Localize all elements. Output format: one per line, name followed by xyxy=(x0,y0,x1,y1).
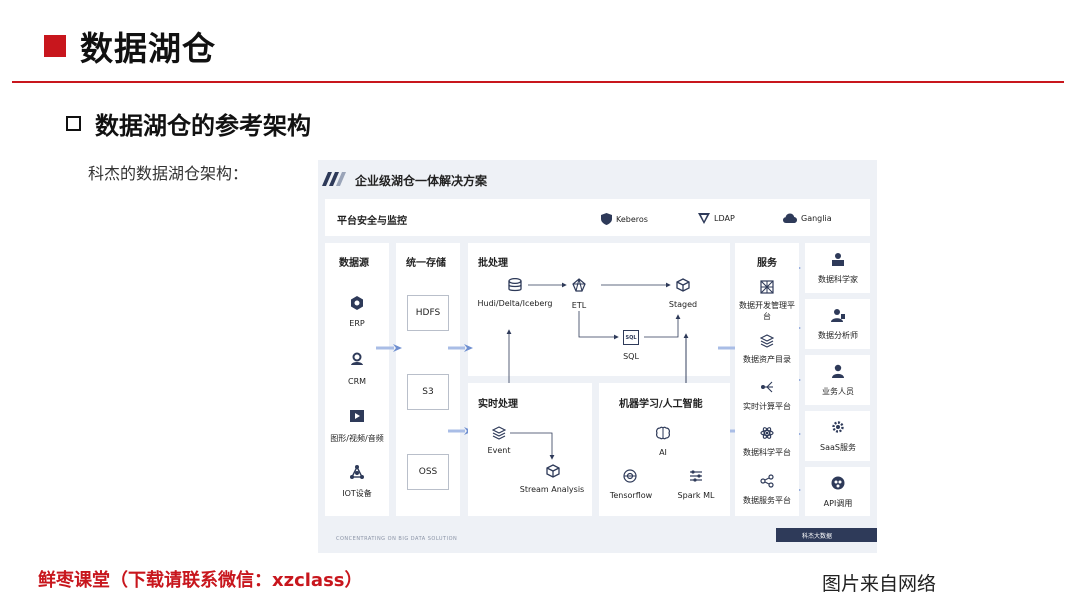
storage-s3: S3 xyxy=(407,374,449,410)
batch-staged-label: Staged xyxy=(668,300,698,309)
source-label-erp: ERP xyxy=(349,319,365,328)
people-gear-icon xyxy=(351,352,363,365)
source-label-iot: IOT设备 xyxy=(342,489,372,498)
data-sources-title: 数据源 xyxy=(339,258,369,269)
etl-icon xyxy=(572,278,586,292)
batch-sql-label: SQL xyxy=(623,352,639,361)
security-title: 平台安全与监控 xyxy=(337,216,407,227)
cube-icon xyxy=(676,278,690,292)
source-label-crm: CRM xyxy=(347,377,367,386)
grid-icon xyxy=(760,280,774,294)
architecture-diagram: 企业级湖仓一体解决方案 平台安全与监控 Keberos LDAP Ganglia… xyxy=(318,160,877,553)
gear-icon xyxy=(832,421,844,433)
realtime-panel: 实时处理 Event Stream Analysis xyxy=(468,383,592,516)
role-label-business: 业务人员 xyxy=(822,387,854,396)
title-divider xyxy=(12,81,1064,83)
sql-file-icon: SQL xyxy=(623,330,639,345)
ml-tensorflow-label: Tensorflow xyxy=(609,491,653,500)
batch-flow-arrows xyxy=(528,282,681,340)
storage-title: 统一存储 xyxy=(406,258,446,269)
share-icon xyxy=(760,474,774,488)
scientist-icon xyxy=(832,253,844,266)
tensorflow-icon xyxy=(623,469,637,483)
diagram-caption: 科杰的数据湖仓架构： xyxy=(88,164,249,183)
analyst-icon xyxy=(831,309,845,322)
title-bullet-square xyxy=(44,35,66,57)
role-business-user: 业务人员 xyxy=(805,355,870,405)
diagram-tagline: CONCENTRATING ON BIG DATA SOLUTION xyxy=(336,536,458,542)
cloud-icon xyxy=(783,213,797,223)
layers-stack-icon xyxy=(492,426,506,440)
slide-title-text: 数据湖仓 xyxy=(80,29,216,68)
header-slash-icon xyxy=(322,172,346,186)
section-subtitle: 数据湖仓的参考架构 xyxy=(66,106,311,141)
service-label-realtime: 实时计算平台 xyxy=(743,402,791,411)
layers-icon xyxy=(760,334,774,348)
source-label-media: 图形/视频/音频 xyxy=(330,434,384,443)
service-label-catalog: 数据资产目录 xyxy=(743,355,791,364)
ml-panel: 机器学习/人工智能 AI Tensorflow Spark ML xyxy=(599,383,730,516)
batch-lake-label: Hudi/Delta/Iceberg xyxy=(477,299,553,308)
service-label-science: 数据科学平台 xyxy=(743,448,791,457)
hexagon-icon xyxy=(351,296,363,310)
subtitle-bullet-box xyxy=(66,116,81,131)
service-label-dev: 数据开发管理平台 xyxy=(739,301,795,321)
role-api: API调用 xyxy=(805,467,870,516)
image-source-note: 图片来自网络 xyxy=(822,573,937,595)
storage-hdfs: HDFS xyxy=(407,295,449,331)
branch-icon xyxy=(761,381,773,393)
api-icon xyxy=(831,476,845,490)
diagram-header-title: 企业级湖仓一体解决方案 xyxy=(355,174,488,188)
shield-icon xyxy=(601,213,612,225)
services-title: 服务 xyxy=(757,258,777,269)
slide-title: 数据湖仓 xyxy=(44,22,216,70)
role-label-api: API调用 xyxy=(823,499,853,508)
realtime-stream-label: Stream Analysis xyxy=(519,485,585,494)
ml-ai-label: AI xyxy=(659,448,667,457)
storage-oss: OSS xyxy=(407,454,449,490)
user-icon xyxy=(832,364,844,378)
database-icon xyxy=(508,278,522,292)
batch-title: 批处理 xyxy=(478,258,508,269)
stream-cube-icon xyxy=(546,464,560,478)
role-label-scientist: 数据科学家 xyxy=(818,275,858,284)
role-label-analyst: 数据分析师 xyxy=(818,331,858,340)
ml-sparkml-label: Spark ML xyxy=(677,491,715,500)
role-saas: SaaS服务 xyxy=(805,411,870,461)
network-icon xyxy=(350,465,364,479)
security-item-ganglia: Ganglia xyxy=(783,213,832,223)
diagram-header: 企业级湖仓一体解决方案 xyxy=(318,160,877,198)
data-sources-panel: 数据源 ERP CRM 图形/视频/音频 IOT设备 xyxy=(325,243,389,516)
ldap-icon xyxy=(698,213,710,224)
subtitle-text: 数据湖仓的参考架构 xyxy=(95,112,311,140)
security-item-ldap: LDAP xyxy=(698,213,735,224)
role-data-scientist: 数据科学家 xyxy=(805,243,870,293)
role-data-analyst: 数据分析师 xyxy=(805,299,870,349)
services-panel: 服务 数据开发管理平台 数据资产目录 实时计算平台 数据科学平台 数据服务平台 xyxy=(735,243,799,516)
realtime-event-label: Event xyxy=(487,446,511,455)
brain-icon xyxy=(656,426,670,440)
atom-icon xyxy=(760,427,774,439)
storage-panel: 统一存储 HDFS S3 OSS xyxy=(396,243,460,516)
ml-title: 机器学习/人工智能 xyxy=(619,399,703,410)
role-label-saas: SaaS服务 xyxy=(820,443,856,452)
video-icon xyxy=(350,410,364,422)
service-label-api: 数据服务平台 xyxy=(743,496,791,505)
batch-etl-label: ETL xyxy=(571,301,587,310)
security-item-keberos: Keberos xyxy=(601,213,648,225)
security-panel: 平台安全与监控 Keberos LDAP Ganglia xyxy=(325,199,870,236)
realtime-flow-arrow xyxy=(510,432,555,460)
realtime-title: 实时处理 xyxy=(478,399,518,410)
sliders-icon xyxy=(690,470,702,482)
diagram-logo: 科杰大数据 xyxy=(776,528,877,542)
footer-watermark: 鲜枣课堂（下载请联系微信：xzclass） xyxy=(38,570,363,591)
logo-text: 科杰大数据 xyxy=(802,532,833,540)
